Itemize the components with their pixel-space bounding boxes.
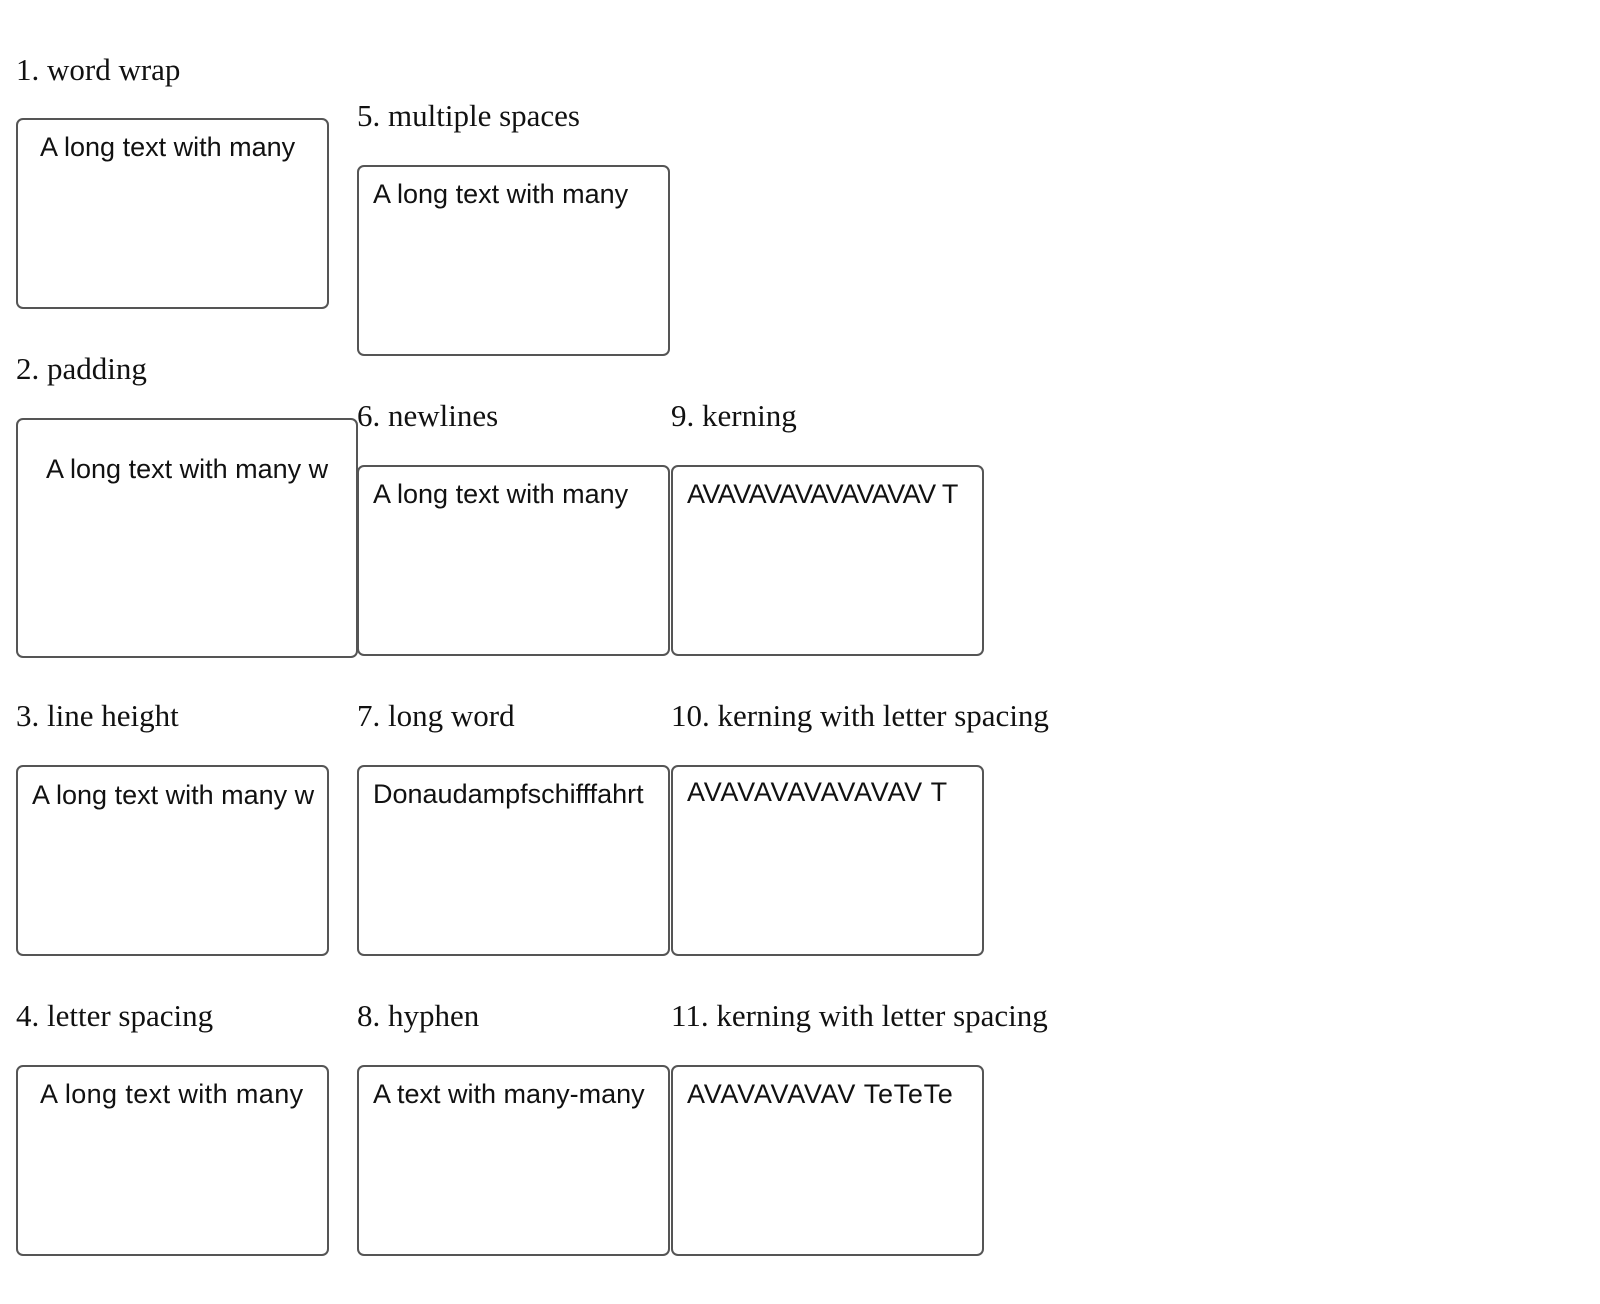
test-heading-hyphen: 8. hyphen <box>357 998 480 1033</box>
text-box-letter-spacing: A long text with many <box>16 1065 329 1256</box>
text-box-content: A text with many-many <box>373 1079 645 1109</box>
text-box-word-wrap: A long text with many <box>16 118 329 309</box>
text-box-content: A long text with many w <box>32 780 315 810</box>
text-box-content: AVAVAVAVAVAVAV T <box>687 777 948 807</box>
text-box-multiple-spaces: A long text with many <box>357 165 670 356</box>
test-heading-long-word: 7. long word <box>357 698 515 733</box>
text-box-content: A long text with many <box>373 479 629 509</box>
text-box-hyphen: A text with many-many <box>357 1065 670 1256</box>
text-box-content: A long text with many <box>40 132 296 162</box>
test-heading-letter-spacing: 4. letter spacing <box>16 998 214 1033</box>
test-heading-kerning: 9. kerning <box>671 398 797 433</box>
text-box-newlines: A long text with many <box>357 465 670 656</box>
test-heading-padding: 2. padding <box>16 351 147 386</box>
text-box-content: AVAVAVAVAVAVAVAV T <box>687 479 958 509</box>
test-heading-newlines: 6. newlines <box>357 398 499 433</box>
text-box-content: A long text with many w <box>46 454 329 484</box>
text-box-long-word: Donaudampfschifffahrt <box>357 765 670 956</box>
test-heading-multiple-spaces: 5. multiple spaces <box>357 98 580 133</box>
test-heading-kerning-letter-spacing-2: 11. kerning with letter spacing <box>671 998 1048 1033</box>
text-box-line-height: A long text with many w <box>16 765 329 956</box>
test-heading-kerning-letter-spacing: 10. kerning with letter spacing <box>671 698 1049 733</box>
text-box-content: A long text with many <box>40 1079 304 1109</box>
text-box-content: AVAVAVAVAV TeTeTe <box>687 1079 954 1109</box>
text-box-kerning: AVAVAVAVAVAVAVAV T <box>671 465 984 656</box>
test-heading-word-wrap: 1. word wrap <box>16 52 181 87</box>
text-box-kerning-letter-spacing: AVAVAVAVAVAVAV T <box>671 765 984 956</box>
text-box-padding: A long text with many w <box>16 418 358 658</box>
text-box-content: Donaudampfschifffahrt <box>373 779 644 809</box>
text-box-kerning-letter-spacing-2: AVAVAVAVAV TeTeTe <box>671 1065 984 1256</box>
test-heading-line-height: 3. line height <box>16 698 179 733</box>
text-box-content: A long text with many <box>373 179 629 209</box>
